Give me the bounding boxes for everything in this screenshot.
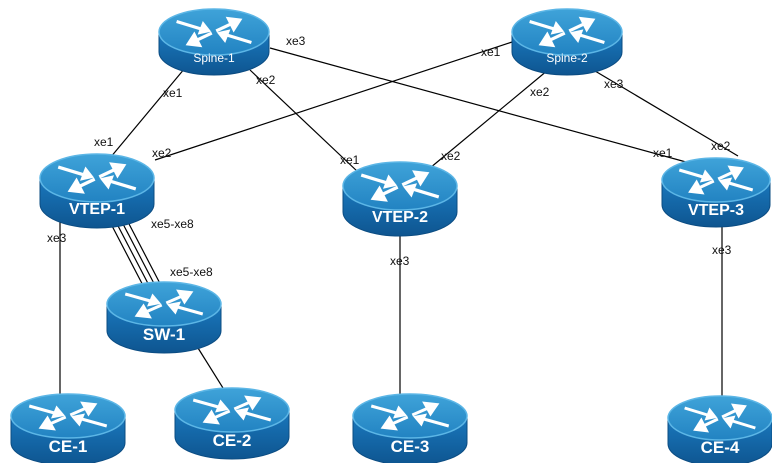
port-label-vtep2-xe3: xe3 [390,254,410,268]
router-ce1[interactable]: CE-1 [10,393,126,463]
device-label-vtep1: VTEP-1 [69,201,125,218]
device-label-ce4: CE-4 [701,438,740,457]
port-label-sw1-xe5-xe8: xe5-xe8 [170,265,213,279]
link-vtep1-sw1-a [109,221,149,296]
port-label-vtep1-xe1: xe1 [94,135,114,149]
devices: Spine-1 Spine-2 VTEP-1 VTEP-2 VTEP-3 SW-… [10,8,772,463]
router-vtep1[interactable]: VTEP-1 [39,153,155,229]
router-icon [352,393,468,463]
port-label-spine1-xe3: xe3 [286,34,306,48]
links [59,41,739,403]
port-label-vtep3-xe1: xe1 [653,146,673,160]
port-label-spine2-xe3: xe3 [604,77,624,91]
router-spine1[interactable]: Spine-1 [158,8,270,76]
port-label-vtep2-xe2: xe2 [441,149,461,163]
port-label-spine1-xe2: xe2 [256,73,276,87]
router-spine2[interactable]: Spine-2 [511,8,623,76]
link-spine1-vtep1 [109,67,186,159]
device-label-vtep2: VTEP-2 [372,209,428,226]
router-icon [174,387,290,460]
device-label-ce3: CE-3 [391,437,430,456]
router-vtep2[interactable]: VTEP-2 [342,161,458,237]
port-label-spine2-xe2: xe2 [530,85,550,99]
router-vtep3[interactable]: VTEP-3 [661,157,771,228]
port-label-vtep1-xe3: xe3 [47,231,67,245]
device-label-spine1: Spine-1 [193,51,235,65]
router-icon [158,8,270,76]
port-label-vtep3-xe2: xe2 [711,139,731,153]
link-spine2-vtep2 [429,69,549,169]
link-spine1-vtep3 [269,47,687,163]
port-label-spine1-xe1: xe1 [163,86,183,100]
port-label-vtep1-xe5-xe8: xe5-xe8 [151,217,194,231]
device-label-ce1: CE-1 [49,437,88,456]
link-spine2-vtep3 [589,67,739,157]
device-label-vtep3: VTEP-3 [688,202,744,219]
router-icon [661,157,771,228]
router-ce4[interactable]: CE-4 [667,395,772,463]
router-sw1[interactable]: SW-1 [106,281,222,354]
router-icon [10,393,126,463]
router-icon [667,395,772,463]
device-label-ce2: CE-2 [213,431,252,450]
router-icon [39,153,155,229]
router-icon [342,161,458,237]
router-ce2[interactable]: CE-2 [174,387,290,460]
device-label-spine2: Spine-2 [546,51,588,65]
router-icon [511,8,623,76]
port-labels: xe3 xe1 xe2 xe1 xe2 xe3 xe1 xe2 xe3 xe5-… [47,34,732,279]
port-label-vtep3-xe3: xe3 [712,243,732,257]
link-spine2-vtep1 [154,41,513,161]
router-ce3[interactable]: CE-3 [352,393,468,463]
port-label-vtep1-xe2: xe2 [152,146,172,160]
port-label-vtep2-xe1: xe1 [340,153,360,167]
device-label-sw1: SW-1 [143,325,185,344]
router-icon [106,281,222,354]
link-spine1-vtep2 [249,69,359,173]
port-label-spine2-xe1: xe1 [481,45,501,59]
